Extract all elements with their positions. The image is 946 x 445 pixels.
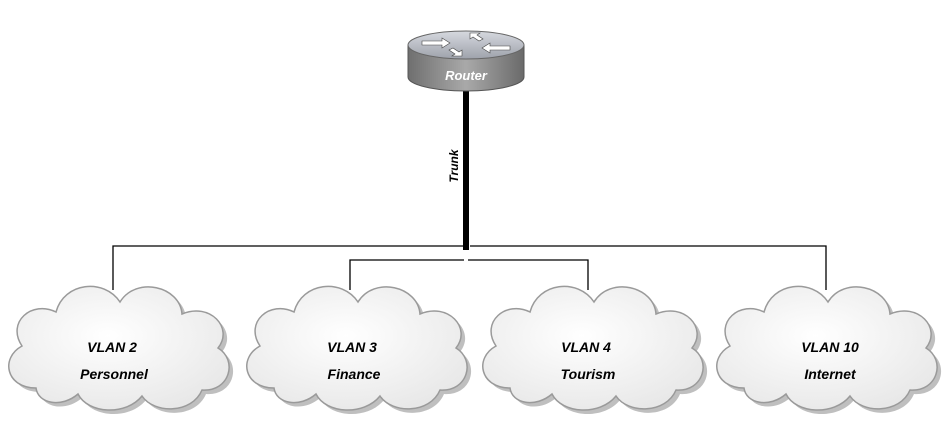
vlan-cloud-3[interactable]: VLAN 3 Finance — [246, 285, 472, 415]
vlan-department: Internet — [804, 366, 857, 382]
vlan-links — [112, 245, 827, 290]
router[interactable]: Router — [407, 30, 525, 92]
vlan-name: VLAN 10 — [801, 339, 859, 355]
router-label: Router — [445, 68, 488, 83]
vlan-name: VLAN 2 — [87, 339, 137, 355]
link-vlan3 — [349, 259, 464, 290]
vlan-name: VLAN 4 — [561, 339, 611, 355]
vlan-department: Personnel — [80, 366, 149, 382]
vlan-cloud-2[interactable]: VLAN 2 Personnel — [8, 285, 234, 415]
link-vlan2 — [112, 245, 463, 290]
vlan-department: Tourism — [561, 366, 616, 382]
trunk-label: Trunk — [447, 148, 461, 182]
vlan-department: Finance — [328, 366, 381, 382]
link-vlan4 — [468, 259, 589, 290]
router-icon — [407, 30, 525, 92]
vlan-cloud-4[interactable]: VLAN 4 Tourism — [482, 285, 708, 415]
link-vlan10 — [470, 245, 827, 290]
vlan-name: VLAN 3 — [327, 339, 377, 355]
vlan-cloud-10[interactable]: VLAN 10 Internet — [716, 285, 942, 415]
